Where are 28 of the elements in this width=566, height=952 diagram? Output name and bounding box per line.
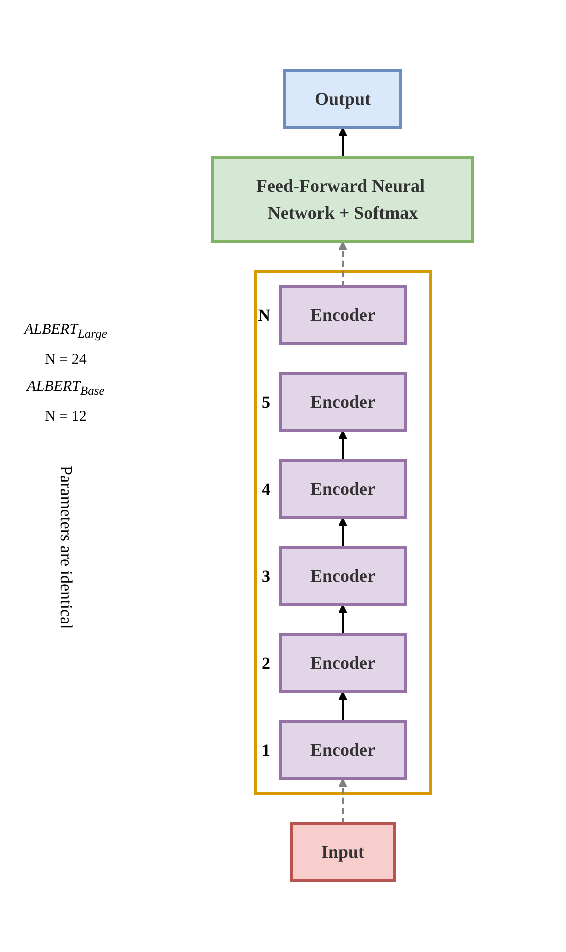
layer-number: 3 <box>262 566 270 586</box>
node-box: Feed-Forward Neural Network + Softmax <box>212 156 474 244</box>
arrow <box>338 778 348 824</box>
arrow <box>338 604 348 635</box>
note-text: ALBERT$_{Large}$ <box>22 322 108 342</box>
node-box: Encoder <box>279 634 407 694</box>
node-box: Encoder <box>279 286 407 346</box>
node-box: Encoder <box>279 460 407 520</box>
layer-number: 4 <box>262 480 270 500</box>
note-text: ALBERT$_{Base}$ <box>25 379 106 400</box>
brace-label: Parameters are identical <box>56 466 76 630</box>
node-box: Encoder <box>279 546 407 606</box>
layer-number: 2 <box>262 654 270 674</box>
note-text: N = 24 <box>44 352 88 370</box>
arrow <box>338 128 348 158</box>
layer-number: N <box>258 306 270 326</box>
node-box: Encoder <box>279 372 407 432</box>
node-box: Input <box>290 822 396 882</box>
arrow <box>338 430 348 461</box>
cluster <box>254 270 432 796</box>
layer-number: 1 <box>262 740 270 760</box>
node-box: Output <box>283 70 403 130</box>
arrow <box>338 518 348 548</box>
arrow <box>338 692 348 722</box>
layer-number: 5 <box>262 392 270 412</box>
node-box: Encoder <box>279 720 407 780</box>
arrow <box>338 242 348 287</box>
note-text: N = 12 <box>44 409 88 426</box>
